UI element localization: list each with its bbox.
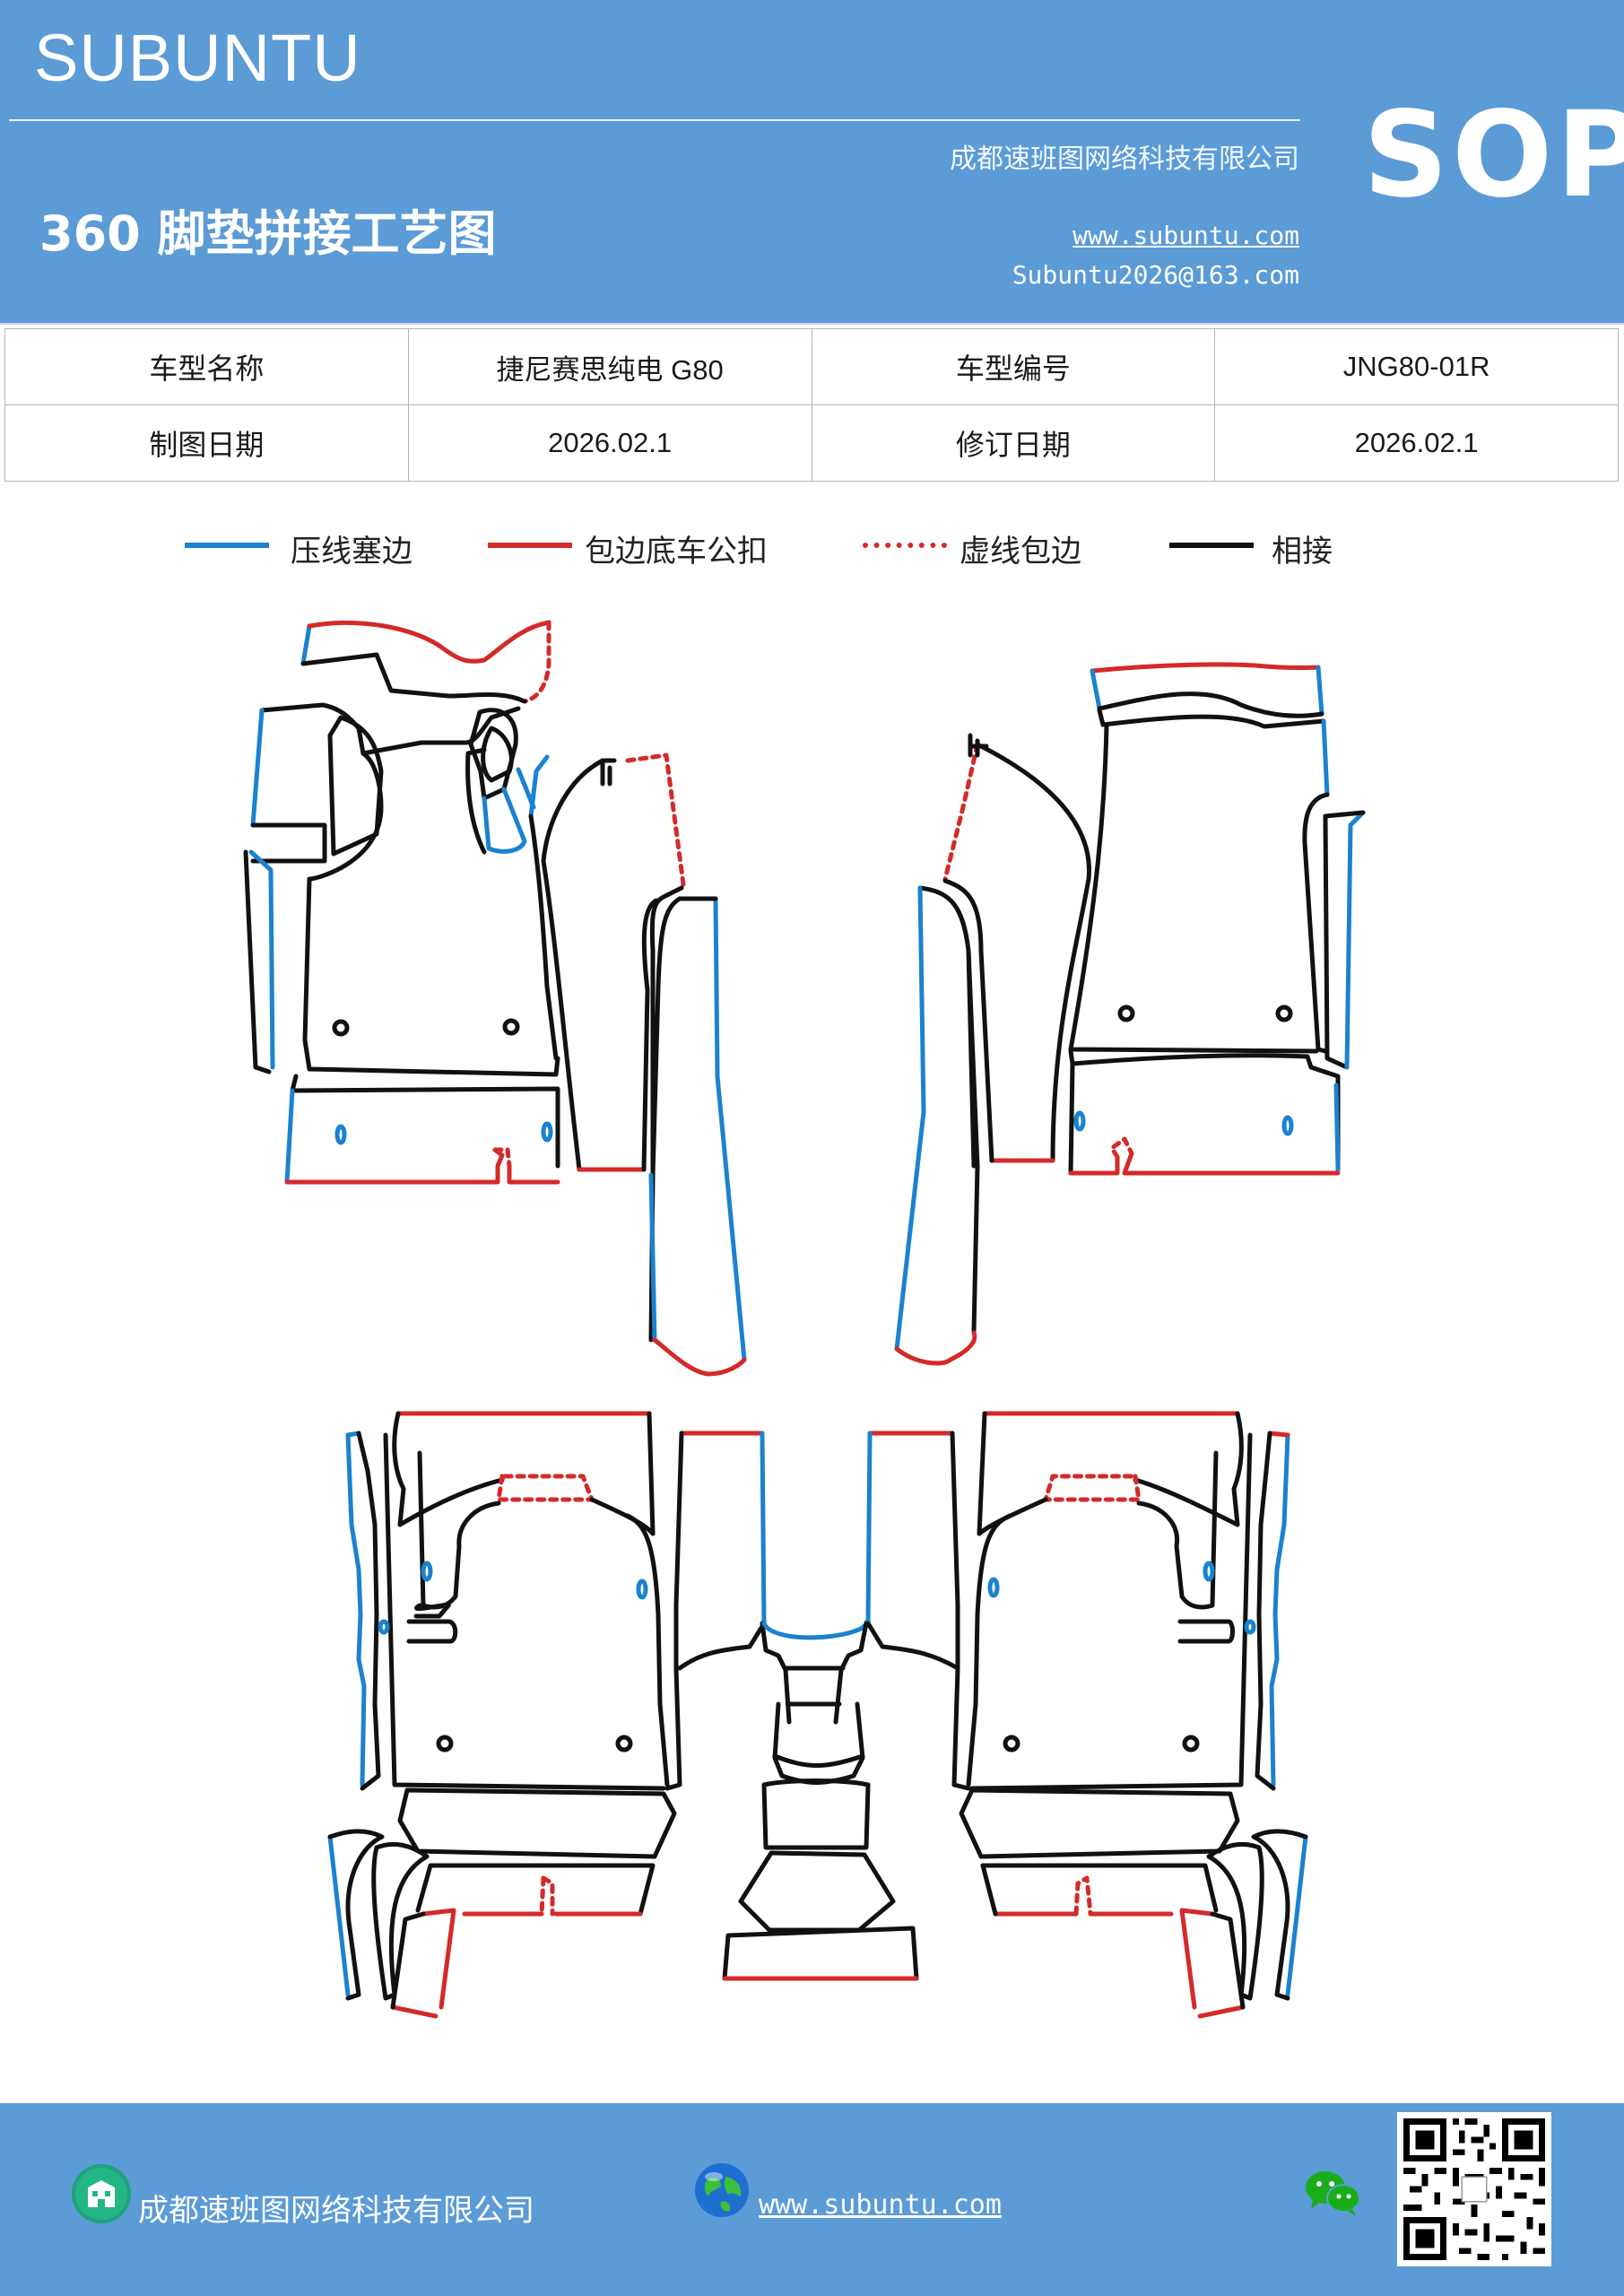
- footer-website-link[interactable]: www.subuntu.com: [759, 2189, 1002, 2221]
- vehicle-info-table: 车型名称 捷尼赛思纯电 G80 车型编号 JNG80-01R 制图日期 2026…: [4, 328, 1619, 482]
- model-code-label: 车型编号: [811, 328, 1216, 405]
- legend-label: 压线塞边: [291, 534, 413, 570]
- legend-label: 虚线包边: [960, 534, 1081, 570]
- table-row: 制图日期 2026.02.1 修订日期 2026.02.1: [4, 404, 1619, 482]
- revision-date-value: 2026.02.1: [1214, 404, 1619, 482]
- front-left-mat: [243, 620, 747, 1377]
- website-link[interactable]: www.subuntu.com: [1073, 221, 1299, 250]
- legend-swatch-blue-solid: [185, 543, 269, 548]
- revision-date-label: 修订日期: [811, 404, 1216, 482]
- header-divider: [9, 119, 1300, 121]
- drawing-date-label: 制图日期: [4, 404, 409, 482]
- qr-code[interactable]: [1397, 2112, 1551, 2266]
- brand-logo-text: SUBUNTU: [34, 21, 361, 95]
- rear-center-tunnel: [722, 1619, 919, 1981]
- company-name: 成都速班图网络科技有限公司: [950, 144, 1299, 175]
- legend-swatch-red-dotted: [863, 543, 947, 548]
- model-name-label: 车型名称: [4, 328, 409, 405]
- rear-left-mat: [327, 1411, 767, 2019]
- sop-badge: SOP: [1363, 86, 1624, 224]
- building-icon: [72, 2164, 131, 2223]
- drawing-date-value: 2026.02.1: [407, 404, 812, 482]
- rear-right-mat: [865, 1411, 1308, 2019]
- legend-label: 包边底车公扣: [585, 534, 768, 570]
- floor-mat-diagram: [243, 620, 1366, 2019]
- front-right-mat: [894, 662, 1366, 1366]
- table-row: 车型名称 捷尼赛思纯电 G80 车型编号 JNG80-01R: [4, 328, 1619, 405]
- email-address[interactable]: Subuntu2026@163.com: [1012, 260, 1299, 290]
- document-title: 360 脚垫拼接工艺图: [39, 205, 497, 262]
- footer-company-name: 成都速班图网络科技有限公司: [138, 2193, 534, 2229]
- line-legend: 压线塞边 包边底车公扣 虚线包边 相接: [0, 525, 1624, 570]
- footer-banner: 成都速班图网络科技有限公司 www.subuntu.com: [0, 2103, 1624, 2296]
- legend-swatch-black-solid: [1169, 543, 1254, 548]
- wechat-icon: [1306, 2171, 1360, 2216]
- model-name-value: 捷尼赛思纯电 G80: [407, 328, 812, 405]
- globe-icon: [695, 2163, 749, 2217]
- model-code-value: JNG80-01R: [1214, 328, 1619, 405]
- legend-swatch-red-solid: [488, 543, 572, 548]
- legend-label: 相接: [1272, 534, 1333, 570]
- header-banner: SUBUNTU 360 脚垫拼接工艺图 成都速班图网络科技有限公司 www.su…: [0, 0, 1624, 325]
